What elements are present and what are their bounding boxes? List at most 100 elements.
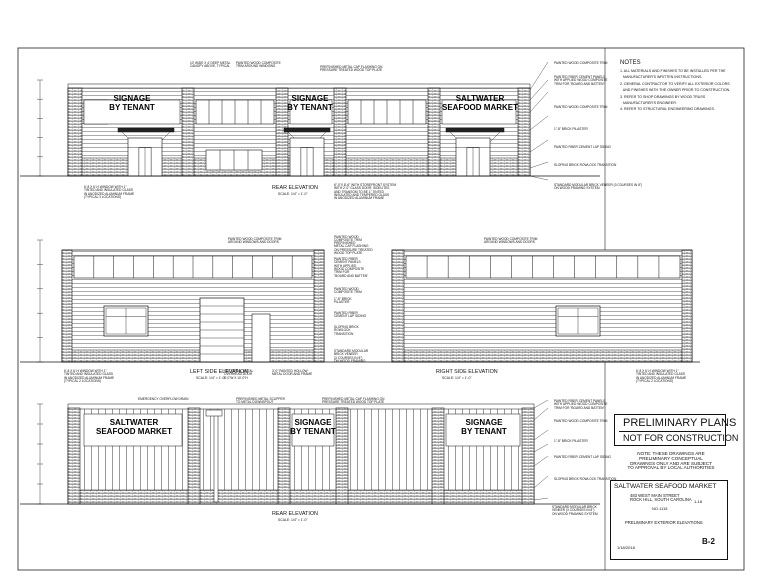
top-pier xyxy=(67,87,83,177)
bottom-brick-base xyxy=(67,489,535,505)
callout-middle: SLOPING BRICK ROWLOCK TRANSITION xyxy=(334,325,359,336)
callout-middle: PAINTED FIBER CEMENT PANELS WITH APPLIED… xyxy=(334,257,369,278)
callout-bottom: PAINTED FIBER CEMENT PANELS WITH APPLIED… xyxy=(554,399,608,410)
sign-market: SALTWATER SEAFOOD MARKET xyxy=(442,94,518,113)
issue-date: 1-18 xyxy=(694,499,703,504)
callout-middle: PAINTED WOOD COMPOSITE TRIM AROUND WINDO… xyxy=(484,237,538,245)
callout-top: PAINTED WOOD COMPOSITE TRIM AROUND WINDO… xyxy=(236,61,281,69)
callout-bottom: 1"-8" BRICK PILASTER xyxy=(554,439,588,443)
callout-top: SLOPING BRICK ROWLOCK TRANSITION xyxy=(554,163,617,167)
top-cap-flashing xyxy=(67,83,531,89)
callout-leader xyxy=(529,139,549,153)
stamp-line-1: PRELIMINARY PLANS xyxy=(623,417,737,429)
bottom-pier xyxy=(67,407,81,505)
rear-bottom-title: REAR ELEVATION xyxy=(272,511,318,517)
top-canopy xyxy=(283,127,331,133)
sign-tenant: SIGNAGE BY TENANT xyxy=(287,94,333,113)
right-pier xyxy=(681,249,693,363)
note-item: 3. REFER TO SHOP DRAWINGS BY WOOD TRUSS xyxy=(620,94,706,99)
callout-bottom: SLOPING BRICK ROWLOCK TRANSITION xyxy=(554,477,617,481)
right-brick-base xyxy=(391,349,693,363)
callout-top: STANDARD MODULAR BRICK VENEER (3 COURSES… xyxy=(554,183,643,191)
callout-leader xyxy=(533,407,549,421)
callout-leader xyxy=(533,429,549,441)
callout-bottom: PREFINISHED METAL CAP FLASHING ON PRESSU… xyxy=(322,397,385,405)
project-address: 483 WEST MAIN STREET ROCK HILL, SOUTH CA… xyxy=(630,493,692,503)
note-item: 4. REFER TO STRUCTURAL ENGINEERING DRAWI… xyxy=(620,107,715,112)
callout-top: PREFINISHED METAL CAP FLASHING ON PRESSU… xyxy=(320,65,383,73)
callout-middle: PAINTED WOOD COMPOSITE TRIM xyxy=(334,235,362,243)
left-pier xyxy=(61,249,73,363)
bottom-sign-panel xyxy=(83,413,183,447)
callout-middle: 3'-0" PAINTED HOLLOW METAL DOOR AND FRAM… xyxy=(272,369,313,377)
rear-top-scale: SCALE: 1/4" = 1'-0" xyxy=(278,192,308,196)
right-clerestory xyxy=(405,255,681,279)
rear-top-title: REAR ELEVATION xyxy=(272,185,318,191)
bottom-sign-panel xyxy=(291,413,335,447)
callout-middle: PREFINISHED METAL CAP FLASHING ON PRESSU… xyxy=(334,241,373,256)
top-sign-panel xyxy=(289,99,333,125)
stamp-note: NOTE: THESE DRAWINGS ARE PRELIMINARY CON… xyxy=(627,451,715,471)
note-item: AND FINISHES WITH THE OWNER PRIOR TO CON… xyxy=(620,88,731,93)
callout-leader xyxy=(533,399,549,409)
preliminary-stamp: PRELIMINARY PLANS NOT FOR CONSTRUCTION xyxy=(614,414,738,446)
top-canopy xyxy=(117,127,175,133)
date-full: 1/18/2018 xyxy=(617,545,635,550)
callout-bottom: EMERGENCY OVERFLOW DRAIN xyxy=(138,397,189,401)
note-item: MANUFACTURER'S WRITTEN INSTRUCTIONS. xyxy=(620,75,703,80)
callout-middle: STANDARD MODULAR BRICK VENEER (3 COURSES… xyxy=(334,349,369,364)
notes-heading: NOTES xyxy=(620,60,641,66)
right-title: RIGHT SIDE ELEVATION xyxy=(436,369,498,375)
callout-middle: PAINTED WOOD COMPOSITE TRIM xyxy=(334,287,362,295)
callout-leader xyxy=(529,175,549,181)
stamp-line-2: NOT FOR CONSTRUCTION xyxy=(623,433,739,443)
left-hollow-metal-door xyxy=(251,313,271,363)
callout-leader xyxy=(529,115,549,131)
callout-top: 6'-8 X 6'-H WINDOW WITH 1" TINTED AND IN… xyxy=(84,185,135,200)
callout-leader xyxy=(533,475,549,489)
callout-bottom: STANDARD MODULAR BRICK VENEER (3 COURSES… xyxy=(552,505,598,516)
callout-bottom: PREFINISHED METAL SCUPPER TO METAL DOWNS… xyxy=(236,397,285,405)
callout-leader xyxy=(533,455,549,467)
sign-tenant: SIGNAGE BY TENANT xyxy=(290,418,336,437)
bottom-downspout xyxy=(213,411,219,503)
callout-top: 1"-8" BRICK PILASTER xyxy=(554,127,588,131)
sheet-border xyxy=(17,47,745,571)
sign-market: SALTWATER SEAFOOD MARKET xyxy=(96,418,172,437)
top-canopy-strut xyxy=(489,131,501,143)
callout-top: PAINTED WOOD COMPOSITE TRIM xyxy=(554,61,608,65)
callout-top: PAINTED FIBER CEMENT LAP SIDING xyxy=(554,145,611,149)
top-sign-panel xyxy=(83,99,181,125)
left-title: LEFT SIDE ELEVATION xyxy=(190,369,249,375)
callout-leader xyxy=(533,443,549,453)
sign-tenant: SIGNAGE BY TENANT xyxy=(109,94,155,113)
callout-top: PAINTED WOOD COMPOSITE TRIM xyxy=(554,105,608,109)
left-scale: SCALE: 1/4" = 1'-0" xyxy=(196,376,226,380)
callout-middle: 6'-8 X 6'-H WINDOW WITH 1" TINTED AND IN… xyxy=(64,369,115,384)
callout-leader xyxy=(529,161,549,169)
callout-middle: 1"-8" BRICK PILASTER xyxy=(334,297,352,305)
sheet-number: B-2 xyxy=(702,537,715,546)
project-name: SALTWATER SEAFOOD MARKET xyxy=(614,483,717,490)
bottom-pier xyxy=(431,407,445,505)
callout-leader xyxy=(529,91,549,113)
sign-tenant: SIGNAGE BY TENANT xyxy=(461,418,507,437)
title-block-frame xyxy=(610,480,728,560)
left-pier xyxy=(313,249,325,363)
right-scale: SCALE: 1/4" = 1'-0" xyxy=(442,376,472,380)
note-item: MANUFACTURER'S ENGINEER. xyxy=(620,101,677,105)
callout-middle: 6'-8 X 6'-H WINDOW WITH 1" TINTED AND IN… xyxy=(636,369,687,384)
callout-leader xyxy=(533,497,549,501)
bottom-pier xyxy=(187,407,201,505)
callout-middle: PAINTED WOOD COMPOSITE TRIM AROUND WINDO… xyxy=(228,237,282,245)
bottom-sign-panel xyxy=(445,413,521,447)
callout-leader xyxy=(529,61,549,91)
note-item: 2. GENERAL CONTRACTOR TO VERIFY ALL EXTE… xyxy=(620,81,730,86)
job-number: NO.1115 xyxy=(652,506,668,511)
callout-top: 10' WIDE X 4' DEEP METAL CANOPY ABOVE, T… xyxy=(190,61,231,69)
callout-middle: PAINTED FIBER CEMENT LAP SIDING xyxy=(334,311,367,319)
rear-bottom-scale: SCALE: 1/4" = 1'-0" xyxy=(278,518,308,522)
bottom-scupper xyxy=(205,409,223,417)
left-brick-base xyxy=(61,349,325,363)
